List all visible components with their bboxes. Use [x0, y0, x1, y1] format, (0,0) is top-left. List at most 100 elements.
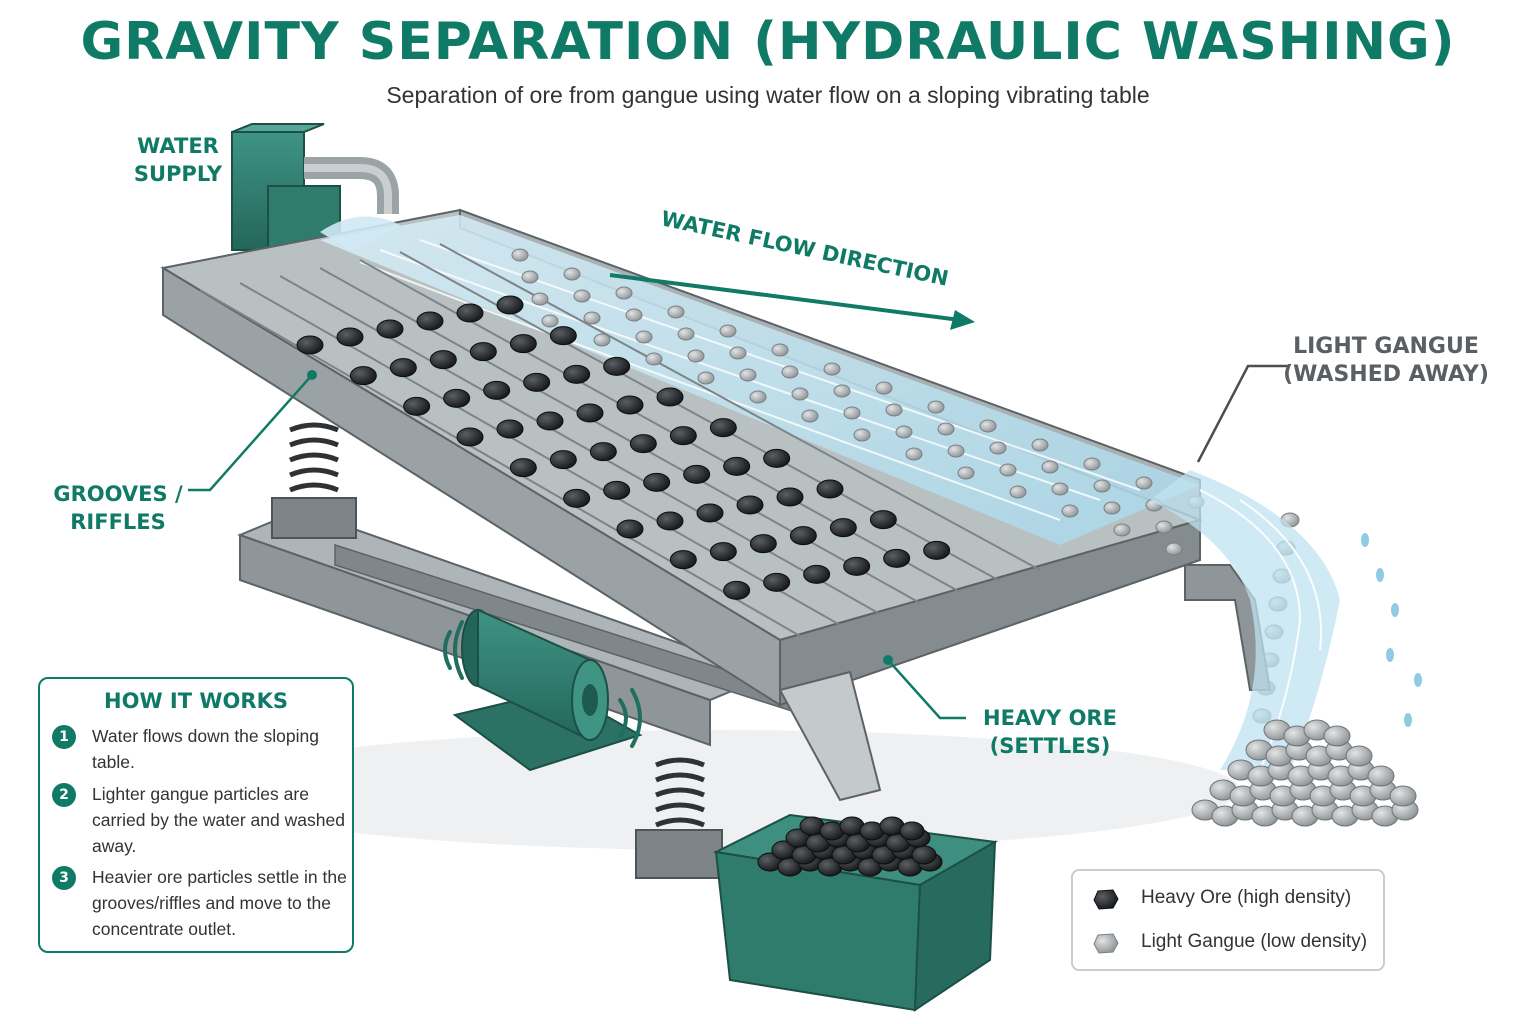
light-gangue-label: LIGHT GANGUE (WASHED AWAY) — [1276, 333, 1496, 389]
grooves-label: GROOVES / RIFFLES — [48, 480, 188, 536]
heavy-ore-label-line2: (SETTLES) — [989, 734, 1111, 758]
gangue-particle — [677, 327, 695, 341]
gangue-particle — [625, 308, 643, 322]
ore-particle — [389, 358, 417, 378]
gangue-particle — [801, 409, 819, 423]
ore-particle — [616, 395, 644, 415]
gangue-particle — [511, 248, 529, 262]
step-1-text: Water flows down the sloping table. — [92, 726, 319, 772]
gangue-particle — [697, 371, 715, 385]
callout-dots — [307, 370, 893, 665]
spring-front — [635, 757, 723, 879]
step-2-number: 2 — [52, 783, 76, 807]
water-droplets — [1361, 533, 1422, 727]
ore-particle — [709, 418, 737, 438]
concentrate-ore-pile — [757, 816, 943, 877]
gangue-particle — [635, 330, 653, 344]
ground-shadow — [200, 730, 1240, 850]
ore-particle — [709, 542, 737, 562]
light-gangue-label-line1: LIGHT GANGUE — [1293, 334, 1479, 359]
gangue-particle — [771, 343, 789, 357]
step-3-number: 3 — [52, 866, 76, 890]
ore-particle — [616, 519, 644, 539]
ore-particle — [549, 450, 577, 470]
bin-ore-rock — [911, 845, 937, 865]
ore-particle — [443, 388, 471, 408]
gangue-particle — [1051, 482, 1069, 496]
water-supply-label-line2: SUPPLY — [133, 162, 223, 186]
water-supply-label: WATER SUPPLY — [128, 132, 228, 188]
ore-particle — [563, 364, 591, 384]
gangue-particle — [749, 390, 767, 404]
ore-particle — [656, 511, 684, 531]
how-it-works-panel: HOW IT WORKS 1 Water flows down the slop… — [38, 677, 354, 953]
gangue-pile-rock — [1323, 725, 1351, 747]
ore-particle — [763, 572, 791, 592]
ore-particle — [843, 556, 871, 576]
gangue-particle — [791, 387, 809, 401]
gangue-particle — [593, 333, 611, 347]
gangue-pile — [1191, 719, 1419, 827]
gangue-particle — [905, 447, 923, 461]
ore-particle — [496, 419, 524, 439]
gangue-particle — [1103, 501, 1121, 515]
ore-particle — [549, 326, 577, 346]
ore-particle — [496, 295, 524, 315]
ore-particle — [749, 534, 777, 554]
gangue-particle — [563, 267, 581, 281]
step-2-text: Lighter gangue particles are carried by … — [92, 784, 345, 856]
gangue-particle — [895, 425, 913, 439]
ore-particle — [456, 427, 484, 447]
grooves-label-line2: RIFFLES — [70, 510, 166, 534]
gangue-particle — [521, 270, 539, 284]
ore-particle — [563, 488, 591, 508]
gangue-particle — [687, 349, 705, 363]
ore-particle — [723, 456, 751, 476]
ore-particle — [536, 411, 564, 431]
gangue-particle — [957, 466, 975, 480]
gangue-particle — [615, 286, 633, 300]
gangue-particle — [1031, 438, 1049, 452]
gangue-particle — [781, 365, 799, 379]
heavy-ore-label: HEAVY ORE (SETTLES) — [970, 704, 1130, 760]
gangue-pile-rock — [1345, 745, 1373, 767]
gangue-particle — [1113, 523, 1131, 537]
ore-particle — [669, 550, 697, 570]
gangue-particle — [843, 406, 861, 420]
gangue-particle — [1165, 542, 1183, 556]
gangue-swatch-icon — [1093, 933, 1119, 954]
ore-particle — [723, 580, 751, 600]
page-subtitle: Separation of ore from gangue using wate… — [386, 82, 1150, 108]
ore-particle — [483, 380, 511, 400]
gangue-particle — [531, 292, 549, 306]
gangue-particle — [645, 352, 663, 366]
gangue-particle — [927, 400, 945, 414]
gangue-particle — [541, 314, 559, 328]
step-3-text: Heavier ore particles settle in the groo… — [92, 867, 347, 939]
ore-particles — [296, 295, 951, 600]
ore-particle — [923, 540, 951, 560]
step-1-number: 1 — [52, 725, 76, 749]
gangue-pile-rock — [1367, 765, 1395, 787]
ore-particle — [376, 319, 404, 339]
flow-direction-arrow — [609, 273, 975, 330]
gangue-particle — [739, 368, 757, 382]
gangue-particle — [729, 346, 747, 360]
ore-particle — [883, 548, 911, 568]
spring-left — [271, 422, 357, 539]
gangue-particle — [947, 444, 965, 458]
ore-particle — [509, 458, 537, 478]
gangue-particle — [833, 384, 851, 398]
ore-particle — [523, 372, 551, 392]
ore-particle — [576, 403, 604, 423]
ore-particle — [589, 442, 617, 462]
ore-particle — [656, 387, 684, 407]
ore-particle — [429, 350, 457, 370]
gangue-particle — [989, 441, 1007, 455]
concentrate-chute — [778, 670, 882, 802]
gangue-outlet-chute — [1150, 470, 1340, 771]
grooves-label-line1: GROOVES / — [53, 482, 183, 506]
light-gangue-label-line2: (WASHED AWAY) — [1283, 362, 1489, 387]
gangue-particle — [999, 463, 1017, 477]
